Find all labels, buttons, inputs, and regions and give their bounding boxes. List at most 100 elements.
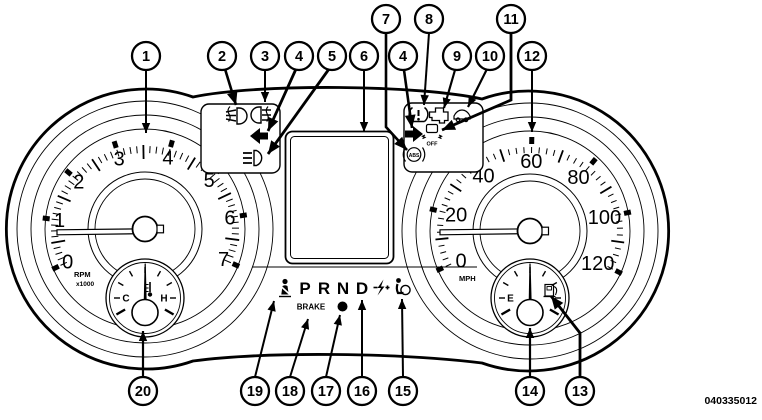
callout-leader-line	[289, 318, 309, 378]
callout-arrowhead	[267, 301, 276, 312]
callout-arrowhead	[268, 116, 279, 131]
callout-3-rear-fog-indicator: 3	[249, 40, 281, 102]
transmission-strip: P R N D BRAKE	[252, 266, 477, 312]
tach-number-3: 3	[114, 148, 125, 170]
speedometer-hub	[516, 217, 544, 245]
speed-number-0: 0	[456, 251, 467, 273]
fuel-hub	[516, 298, 544, 327]
callout-leader-line	[266, 68, 331, 155]
callout-number: 20	[135, 384, 151, 400]
tachometer-unit-label: RPM	[74, 270, 91, 279]
callout-number: 10	[482, 49, 498, 65]
callout-4-right-turn-signal-indicator: 4	[387, 40, 419, 129]
temperature-gauge-rim-inner	[109, 262, 181, 334]
abs-label: ABS	[409, 153, 420, 159]
callout-number: 7	[382, 12, 390, 28]
esc-off-label: OFF	[427, 142, 439, 148]
callout-number: 1	[142, 49, 150, 65]
callout-arrowhead	[397, 299, 407, 310]
callout-number: 4	[399, 49, 407, 65]
fuel-gauge: E	[490, 258, 570, 338]
callout-leader-line	[254, 300, 275, 378]
callout-number: 13	[572, 384, 588, 400]
callout-14-fuel-gauge: 14	[514, 328, 546, 407]
brake-warning-label: BRAKE	[297, 303, 326, 312]
gear-letter-p: P	[299, 279, 310, 298]
callout-number: 16	[354, 384, 370, 400]
callout-leader-line	[401, 298, 404, 378]
temperature-hot-label: H	[160, 294, 167, 305]
gear-letter-n: N	[337, 279, 349, 298]
callout-number: 18	[282, 384, 298, 400]
speedometer-unit-label: MPH	[459, 274, 476, 283]
callout-11-esc-off-indicator: 11	[441, 3, 527, 132]
callout-7-abs-indicator: 7	[370, 3, 408, 151]
tachometer-unit-multiplier: x1000	[76, 281, 94, 288]
temperature-cold-label: C	[122, 294, 129, 305]
callout-18-brake-warning-label: 18	[274, 318, 310, 407]
callout-circle	[516, 40, 548, 72]
callout-leader-line	[441, 33, 513, 132]
speed-number-80: 80	[567, 167, 589, 189]
callout-number: 5	[328, 49, 336, 65]
tachometer-hub-tab	[156, 224, 165, 234]
callout-circle	[441, 40, 473, 72]
callout-number: 2	[218, 49, 226, 65]
callout-19-seatbelt-indicator: 19	[239, 300, 276, 407]
callout-circle	[346, 375, 378, 407]
callout-number: 4	[295, 49, 303, 65]
airbag-icon	[395, 278, 411, 296]
callout-arrowhead	[260, 92, 270, 102]
callout-circle	[274, 375, 306, 407]
callout-number: 8	[425, 12, 433, 28]
callout-number: 15	[395, 384, 411, 400]
callout-number: 19	[247, 384, 263, 400]
callout-1-tachometer: 1	[130, 40, 162, 133]
callout-6-driver-info-display: 6	[348, 40, 380, 132]
callout-leader-line	[325, 314, 341, 378]
callout-circle	[413, 3, 445, 35]
callout-leader-line	[549, 295, 582, 377]
cluster-outer-shell	[5, 86, 670, 373]
tach-number-2: 2	[73, 172, 84, 194]
callout-10-security-indicator: 10	[467, 40, 506, 108]
left-indicator-panel	[200, 103, 281, 174]
tach-number-1: 1	[54, 210, 65, 232]
seatbelt-icon	[278, 278, 292, 298]
callout-arrowhead	[525, 328, 535, 338]
callout-arrowhead	[442, 119, 457, 130]
callout-20-temperature-gauge: 20	[127, 331, 159, 407]
esc-off-icon: OFF	[421, 123, 443, 148]
callout-circle	[370, 3, 402, 35]
callout-arrowhead	[527, 122, 537, 132]
callout-circle	[310, 375, 342, 407]
callout-arrowhead	[468, 96, 477, 107]
tachometer-marks	[42, 139, 248, 272]
callout-arrowhead	[420, 94, 429, 105]
temperature-hub	[131, 298, 159, 327]
tach-number-7: 7	[218, 249, 229, 271]
callout-arrowhead	[141, 123, 151, 133]
callout-arrowhead	[442, 97, 451, 108]
callout-number: 14	[522, 384, 538, 400]
brake-indicator-dot	[337, 301, 348, 312]
driver-info-display	[284, 130, 395, 265]
temperature-gauge: C H	[105, 258, 185, 338]
gear-letter-d: D	[356, 279, 368, 298]
callout-circle	[514, 375, 546, 407]
speed-number-120: 120	[581, 253, 614, 275]
left-turn-signal-icon	[250, 128, 268, 144]
callout-15-airbag-indicator: 15	[387, 298, 419, 407]
callout-circle	[283, 40, 315, 72]
callout-arrowhead	[394, 136, 407, 150]
etc-warning-icon	[373, 279, 390, 296]
callout-circle	[239, 375, 271, 407]
callout-13-fuel-pump-symbol: 13	[549, 295, 596, 407]
callout-arrowhead	[138, 331, 148, 341]
gear-letter-r: R	[318, 279, 330, 298]
high-beam-icon	[243, 149, 263, 167]
callout-arrowhead	[357, 300, 367, 310]
callout-number: 3	[261, 49, 269, 65]
